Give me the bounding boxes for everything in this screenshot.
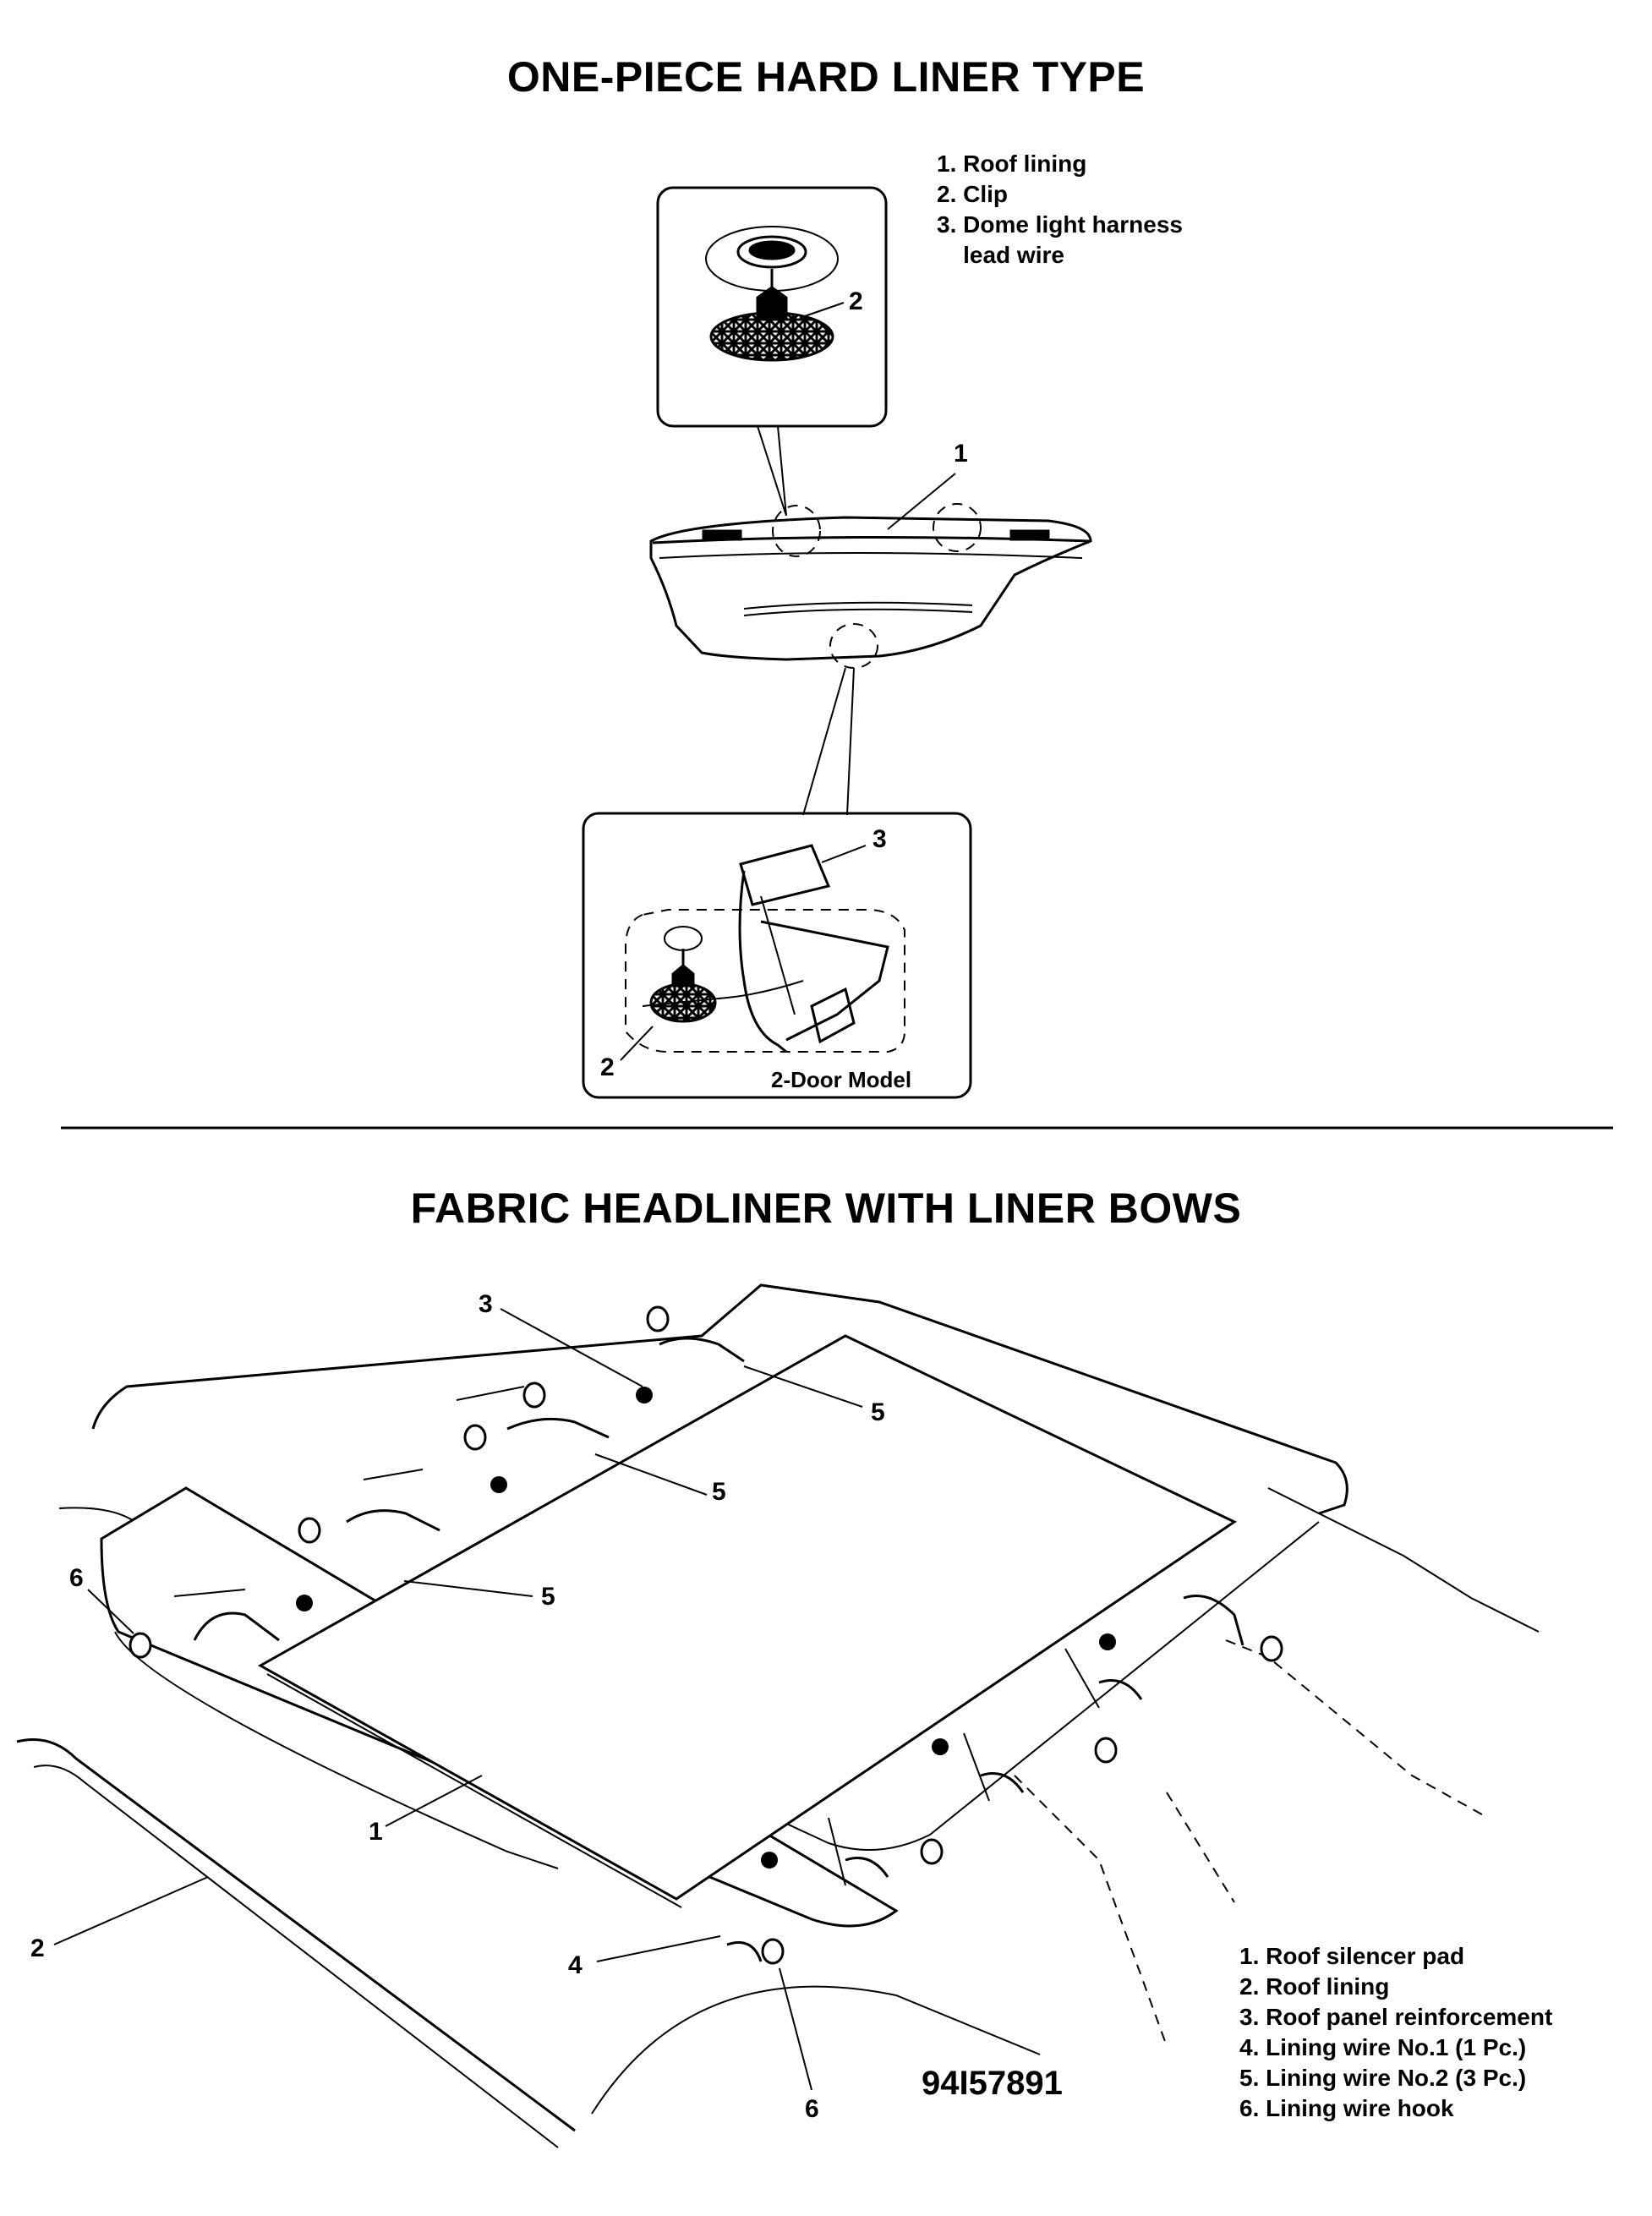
part-number: 94I57891 [922, 2065, 1063, 2102]
bottom-legend-item-4: 4. Lining wire No.1 (1 Pc.) [1239, 2034, 1527, 2060]
bottom-callout-1: 1 [369, 1818, 383, 1846]
bottom-legend-item-6: 6. Lining wire hook [1239, 2095, 1454, 2121]
bottom-section-title: FABRIC HEADLINER WITH LINER BOWS [410, 1185, 1242, 1232]
wire-hooks [129, 1305, 1283, 1965]
bottom-callout-4: 4 [568, 1951, 583, 1979]
bottom-callout-5-middle: 5 [712, 1478, 726, 1506]
top-legend-item-3-cont: lead wire [937, 242, 1064, 268]
callout-leaders [53, 1308, 863, 2091]
two-door-model-label: 2-Door Model [771, 1067, 912, 1092]
liner-bows [193, 1337, 1244, 1962]
clip-detail-box [656, 186, 888, 428]
bottom-callout-2: 2 [30, 1934, 45, 1962]
bottom-callout-6-bottom: 6 [805, 2095, 819, 2123]
top-callout-1: 1 [954, 440, 968, 468]
bottom-legend-item-5: 5. Lining wire No.2 (3 Pc.) [1239, 2065, 1527, 2091]
dome-light-detail-box [582, 812, 972, 1099]
top-callout-2-clip: 2 [849, 287, 863, 315]
bottom-legend-item-2: 2. Roof lining [1239, 1973, 1390, 2000]
top-legend: 1. Roof lining 2. Clip 3. Dome light har… [937, 149, 1183, 271]
fabric-headliner-assembly [16, 1283, 1540, 2148]
top-legend-item-3: 3. Dome light harness [937, 211, 1183, 238]
bottom-callout-5-lower: 5 [541, 1583, 555, 1611]
top-legend-item-2: 2. Clip [937, 181, 1009, 207]
bottom-legend-item-1: 1. Roof silencer pad [1239, 1943, 1465, 1969]
top-legend-item-1: 1. Roof lining [937, 150, 1087, 177]
bottom-legend-item-3: 3. Roof panel reinforcement [1239, 2004, 1553, 2030]
top-section-title: ONE-PIECE HARD LINER TYPE [506, 53, 1146, 101]
top-callout-2-lower: 2 [600, 1053, 615, 1081]
one-piece-roof-lining [649, 473, 1092, 669]
top-callout-3: 3 [872, 825, 887, 853]
bottom-callout-5-top: 5 [871, 1398, 885, 1426]
bottom-legend: 1. Roof silencer pad 2. Roof lining 3. R… [1239, 1941, 1552, 2124]
bottom-callout-6-left: 6 [69, 1564, 84, 1592]
bottom-callout-3: 3 [479, 1290, 493, 1318]
